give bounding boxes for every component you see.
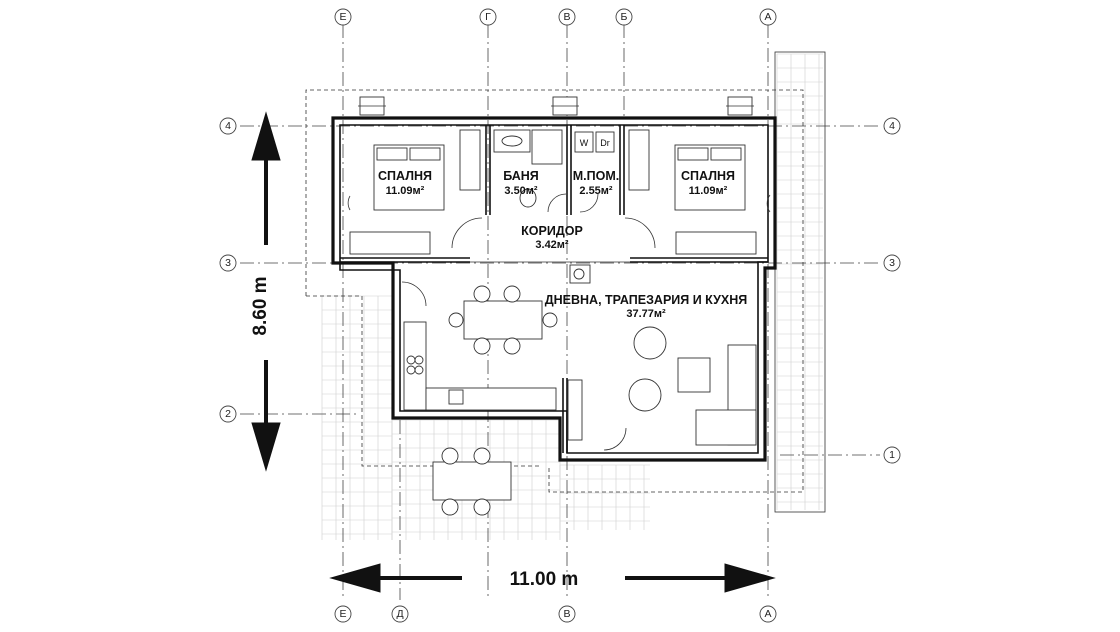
dimension-width: 11.00 m	[329, 563, 776, 593]
grid-bubble-top-4: А	[764, 11, 771, 23]
grid-bubble-right-2: 1	[889, 449, 895, 461]
doors	[347, 193, 771, 451]
appliance-labels: W Dr	[580, 138, 610, 148]
grid-lines	[240, 24, 880, 600]
washer-icon	[574, 131, 594, 153]
room-name-bedroom-left: СПАЛНЯ	[378, 169, 432, 183]
grid-bubbles: Е Г В Б А Е Д В А 4 3 2 4 3 1	[219, 8, 901, 623]
dryer-label: Dr	[600, 138, 610, 148]
windows	[358, 96, 754, 116]
width-dimension-label: 11.00 m	[510, 569, 579, 590]
grid-bubble-bottom-3: А	[764, 608, 771, 620]
room-labels: СПАЛНЯ 11.09м² БАНЯ 3.50м² М.ПОМ. 2.55м²…	[378, 169, 747, 320]
building-walls	[331, 116, 777, 462]
washer-label: W	[580, 138, 589, 148]
dimension-depth: 8.60 m	[250, 111, 281, 472]
furniture	[349, 129, 757, 516]
grid-bubble-bottom-0: Е	[339, 608, 346, 620]
grid-bubble-top-0: Е	[339, 11, 346, 23]
grid-bubble-top-1: Г	[485, 11, 491, 23]
room-area-living: 37.77м²	[626, 308, 666, 320]
dryer-icon	[595, 131, 615, 153]
grid-bubble-left-0: 4	[225, 120, 231, 132]
grid-bubble-left-1: 3	[225, 257, 231, 269]
depth-dimension-label: 8.60 m	[250, 276, 271, 335]
room-area-corridor: 3.42м²	[535, 239, 569, 251]
grid-bubble-right-0: 4	[889, 120, 895, 132]
room-area-bathroom: 3.50м²	[504, 185, 538, 197]
grid-bubble-top-3: Б	[621, 11, 628, 23]
room-name-bedroom-right: СПАЛНЯ	[681, 169, 735, 183]
room-area-utility: 2.55м²	[579, 185, 613, 197]
grid-bubble-bottom-2: В	[563, 608, 570, 620]
grid-bubble-bottom-1: Д	[396, 608, 403, 620]
room-name-bathroom: БАНЯ	[503, 169, 539, 183]
grid-bubble-right-1: 3	[889, 257, 895, 269]
grid-bubble-left-2: 2	[225, 408, 231, 420]
room-name-living: ДНЕВНА, ТРАПЕЗАРИЯ И КУХНЯ	[545, 293, 748, 307]
room-name-corridor: КОРИДОР	[521, 224, 583, 238]
room-area-bedroom-left: 11.09м²	[386, 185, 425, 197]
room-area-bedroom-right: 11.09м²	[689, 185, 728, 197]
room-name-utility: М.ПОМ.	[573, 169, 619, 183]
grid-bubble-top-2: В	[563, 11, 570, 23]
